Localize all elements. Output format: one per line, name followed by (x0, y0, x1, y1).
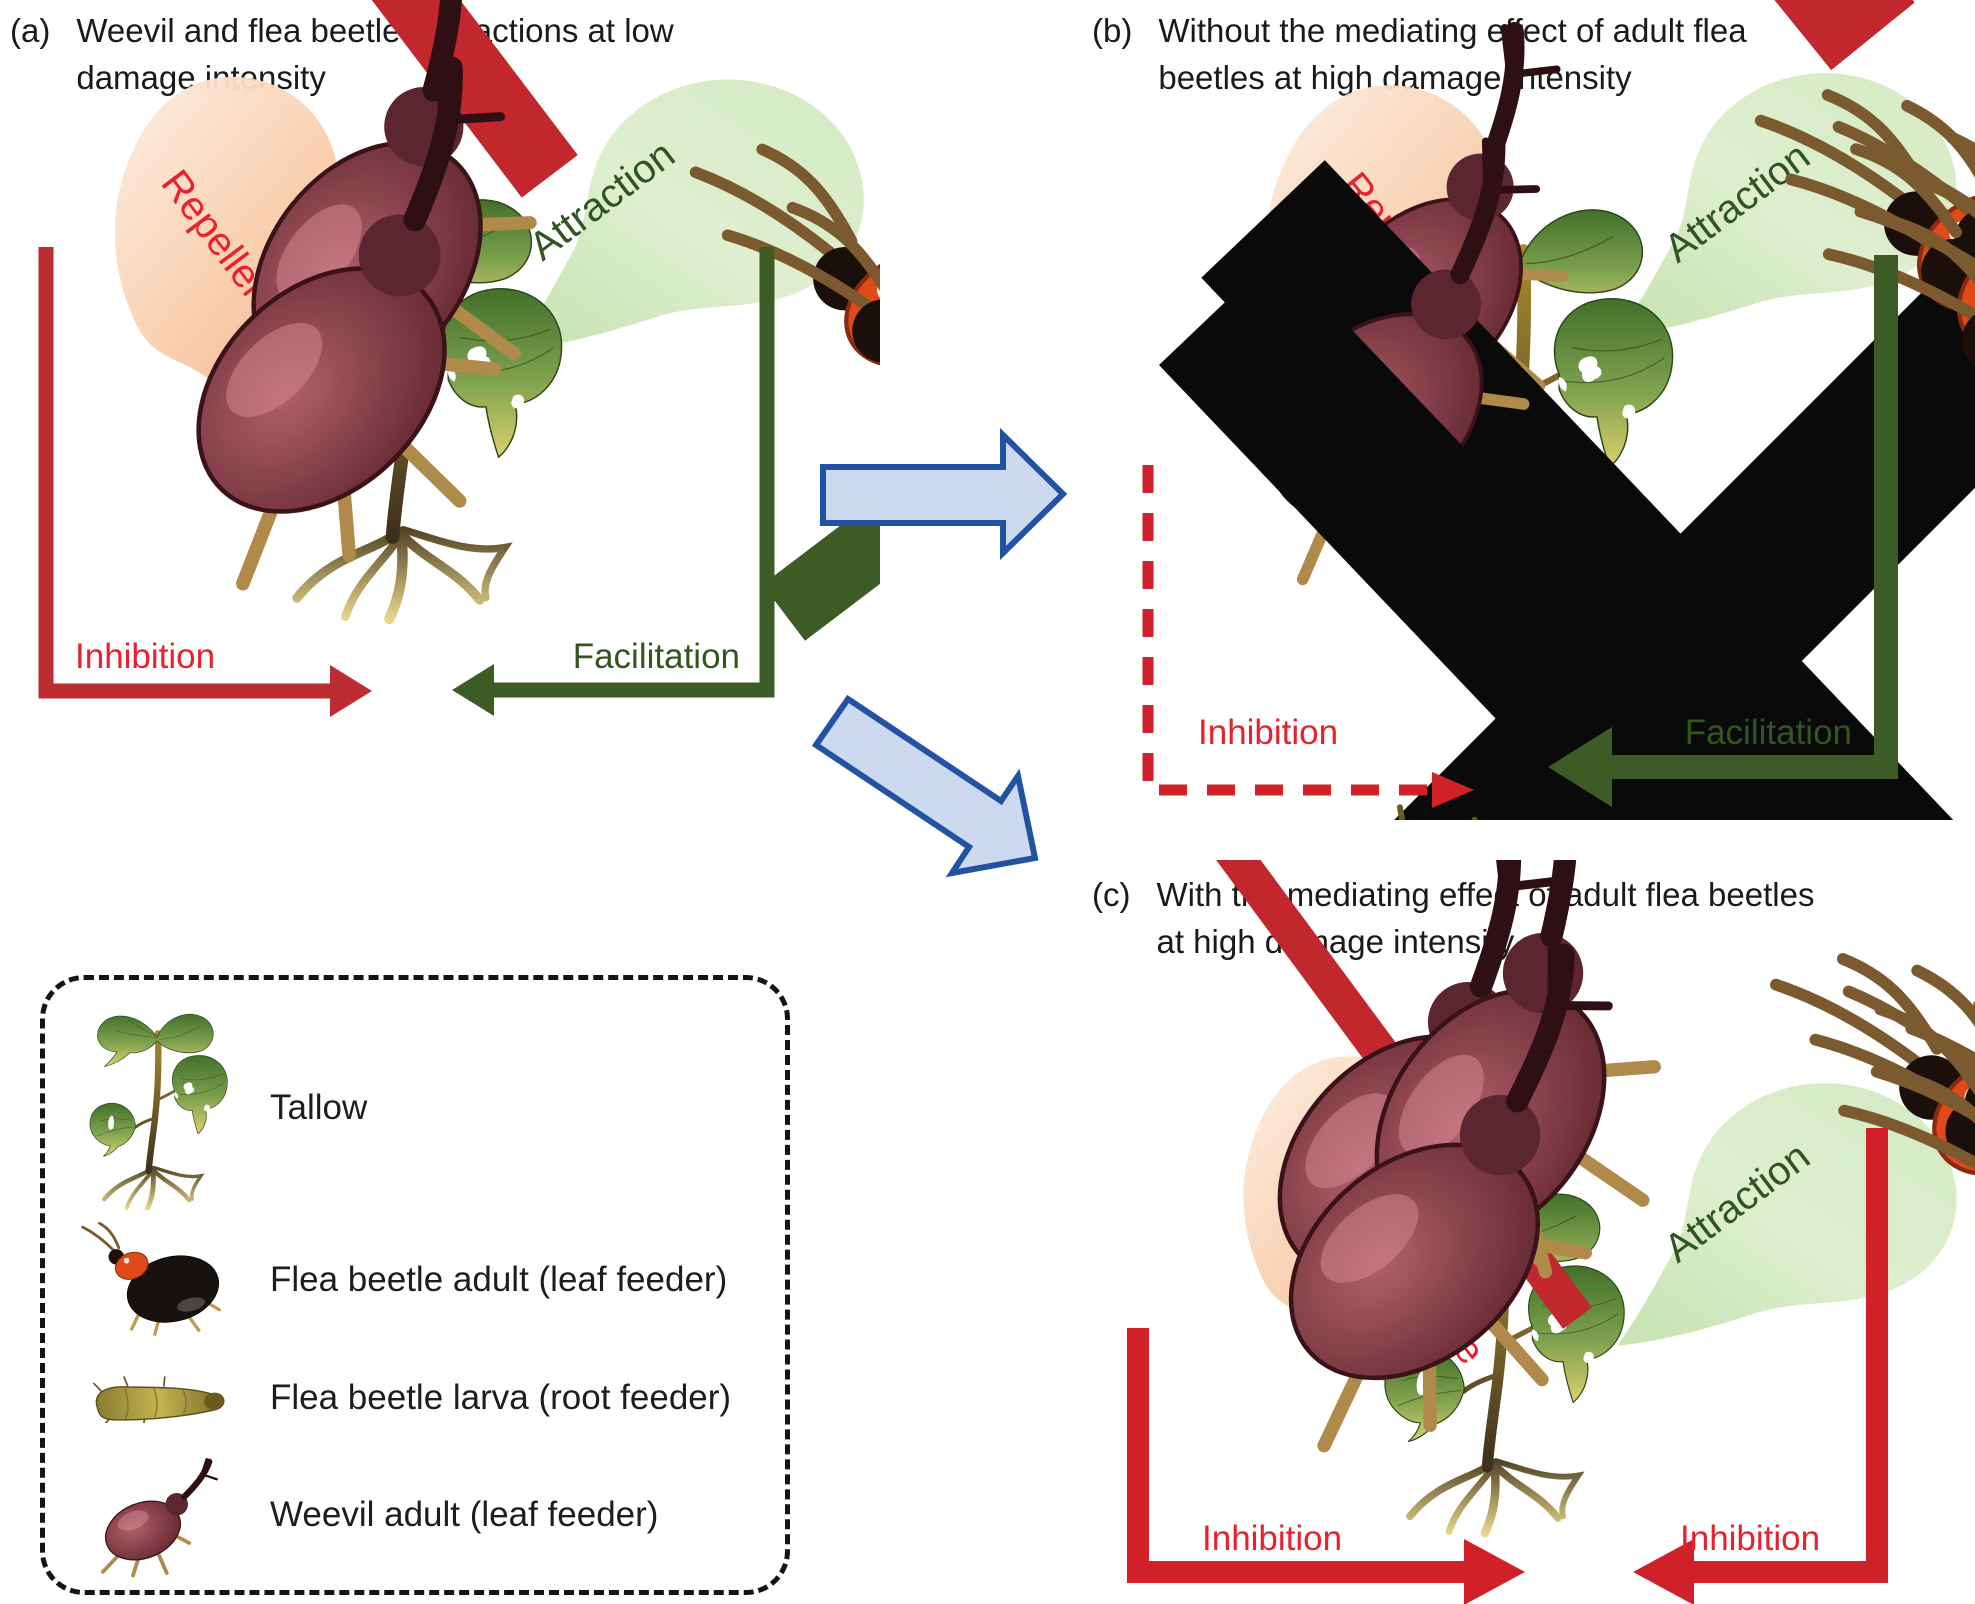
panel-b-diagram: Repellence Attraction Inhibition Facilit… (1080, 0, 1975, 820)
inhibition-label: Inhibition (1198, 713, 1338, 752)
inhibition-label: Inhibition (75, 637, 215, 676)
blue-arrow-right-icon (820, 427, 1068, 561)
facilitation-label: Facilitation (1685, 713, 1852, 752)
transition-arrows (811, 427, 1068, 878)
inhibition-arrowhead (330, 665, 372, 717)
flea-beetle-larva-icon (45, 1372, 270, 1423)
legend-item-flea-beetle-larva: Flea beetle larva (root feeder) (45, 1350, 785, 1445)
panel-a-label: (a) (10, 12, 51, 49)
legend-label: Flea beetle adult (leaf feeder) (270, 1260, 728, 1299)
inhibition-arrowhead-right (1633, 1539, 1694, 1604)
legend-item-tallow: Tallow (45, 1005, 785, 1210)
panel-a-title-text: Weevil and flea beetle interactions at l… (76, 12, 674, 96)
blue-arrow-down-right-icon (811, 694, 1039, 878)
inhibition-line-right (1694, 1128, 1888, 1583)
panel-a-title: (a) Weevil and flea beetle interactions … (10, 8, 674, 102)
inhibition-line (38, 247, 330, 699)
panel-b-label: (b) (1092, 12, 1133, 49)
inhibition-line-left (1127, 1328, 1464, 1583)
legend-label: Weevil adult (leaf feeder) (270, 1495, 659, 1534)
facilitation-line (1612, 255, 1898, 779)
attraction-plume (1617, 1083, 1957, 1346)
legend-item-flea-beetle-adult: Flea beetle adult (leaf feeder) (45, 1215, 785, 1345)
legend-label: Flea beetle larva (root feeder) (270, 1377, 732, 1417)
inhibition-arrowhead-left (1464, 1539, 1525, 1604)
inhibition-arrowhead (1432, 772, 1474, 808)
weevil-adult-icon (45, 1453, 270, 1578)
facilitation-label: Facilitation (573, 637, 740, 676)
panel-a-diagram: Repellence Attraction Inhibition Facilit… (0, 0, 880, 717)
facilitation-arrowhead (452, 664, 494, 716)
flea-beetle-adult-icon (45, 1222, 270, 1338)
inhibition-label-right: Inhibition (1680, 1519, 1820, 1558)
inhibition-line-dashed (1142, 465, 1432, 796)
panel-c-diagram: Repellence Attraction Inhibition Inhibit… (1080, 860, 1975, 1604)
tallow-plant-icon (45, 1005, 270, 1210)
legend-label: Tallow (270, 1087, 368, 1127)
facilitation-arrowhead (1548, 727, 1612, 807)
panel-c-label: (c) (1092, 876, 1131, 913)
inhibition-label-left: Inhibition (1202, 1519, 1342, 1558)
legend-box: Tallow Flea beetle adult (leaf feeder) F… (40, 975, 790, 1595)
facilitation-line (494, 247, 775, 698)
legend-item-weevil-adult: Weevil adult (leaf feeder) (45, 1445, 785, 1585)
